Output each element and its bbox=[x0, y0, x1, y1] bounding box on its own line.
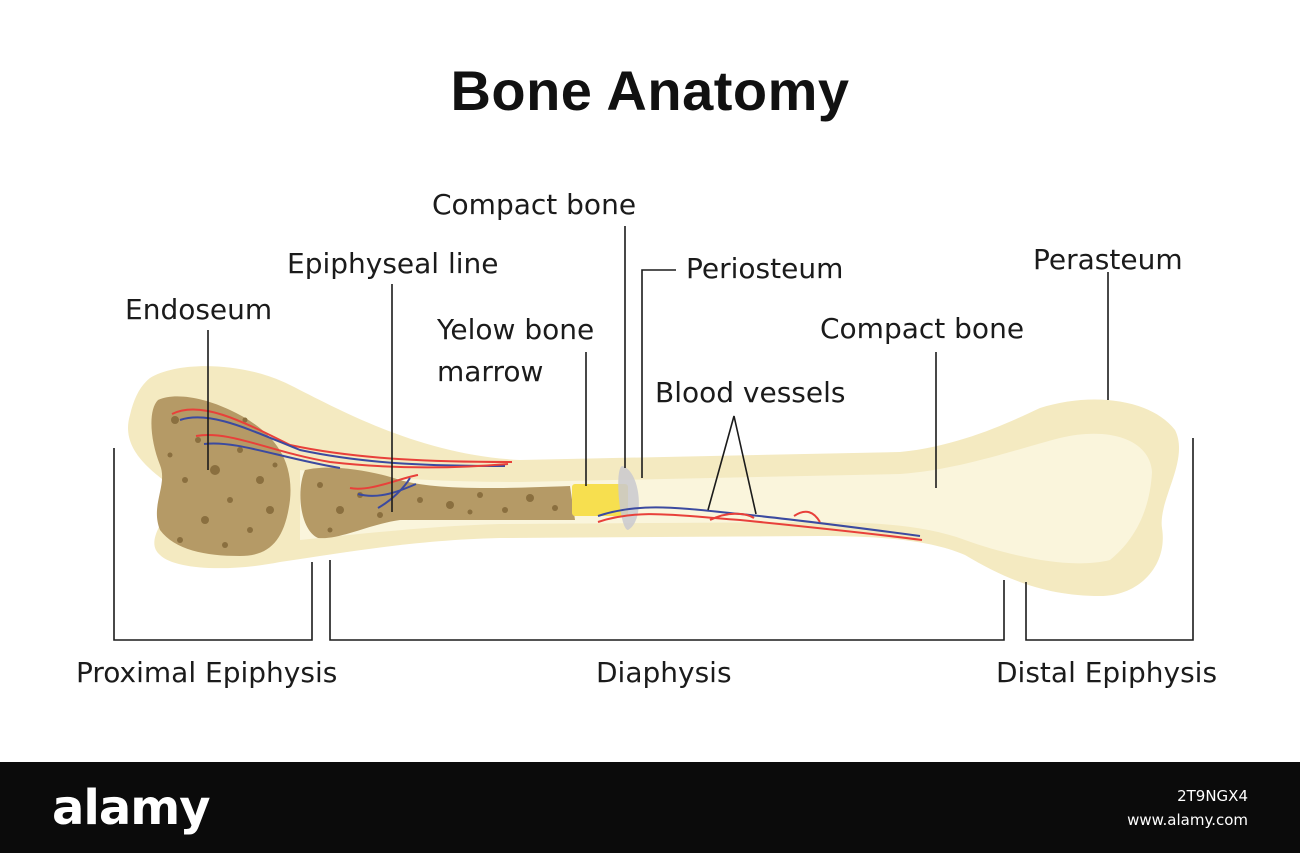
label-periosteum: Periosteum bbox=[686, 252, 844, 285]
bone-inner-shaft bbox=[300, 433, 1152, 564]
bracket-proximal bbox=[113, 448, 313, 641]
label-endoseum: Endoseum bbox=[125, 293, 273, 326]
label-compact-bone-right: Compact bone bbox=[820, 312, 1025, 345]
blood-vessels-distal bbox=[597, 506, 923, 541]
label-yellow-bone-marrow: Yelow bone marrow bbox=[437, 313, 595, 388]
region-label-proximal: Proximal Epiphysis bbox=[76, 656, 338, 689]
site-url: www.alamy.com bbox=[1127, 811, 1248, 829]
blood-vessels-proximal bbox=[171, 408, 513, 509]
region-label-diaphysis: Diaphysis bbox=[596, 656, 732, 689]
brand-logo: alamy bbox=[52, 780, 211, 836]
leader-lines bbox=[207, 226, 1109, 515]
spongy-bone-head bbox=[151, 396, 291, 556]
watermark-footer: alamy 2T9NGX4 www.alamy.com bbox=[0, 762, 1300, 853]
region-label-distal: Distal Epiphysis bbox=[996, 656, 1218, 689]
yellow-bone-marrow bbox=[572, 484, 628, 516]
label-perasteum: Perasteum bbox=[1033, 243, 1183, 276]
label-blood-vessels: Blood vessels bbox=[655, 376, 846, 409]
bracket-distal bbox=[1025, 438, 1194, 641]
diagram-title: Bone Anatomy bbox=[450, 59, 850, 122]
spongy-bone-neck bbox=[300, 467, 575, 539]
label-compact-bone-top: Compact bone bbox=[432, 188, 637, 221]
spongy-pores bbox=[167, 416, 558, 548]
bracket-diaphysis bbox=[329, 560, 1005, 641]
image-id: 2T9NGX4 bbox=[1177, 787, 1248, 805]
region-brackets bbox=[113, 438, 1194, 641]
label-epiphyseal-line: Epiphyseal line bbox=[287, 247, 499, 280]
bone-diagram bbox=[113, 226, 1194, 641]
image-id-block: 2T9NGX4 www.alamy.com bbox=[1127, 784, 1248, 832]
